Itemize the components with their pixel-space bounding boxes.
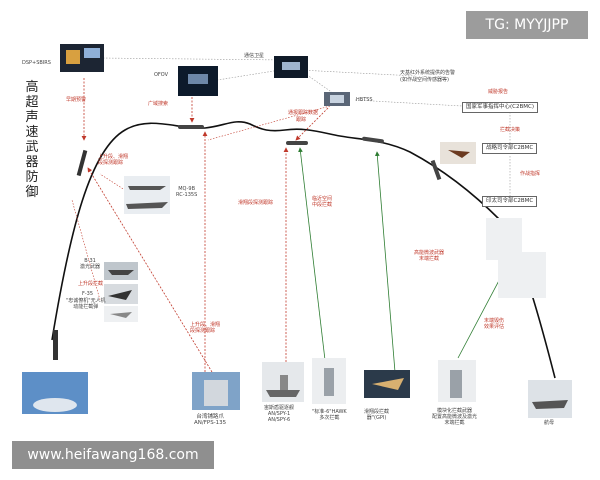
carrier bbox=[528, 380, 572, 418]
terminal-target-2 bbox=[498, 252, 546, 298]
link-hbtss bbox=[299, 69, 341, 99]
label-carrier: 航母 bbox=[544, 420, 555, 426]
label-destroyer: 宙斯盾驱逐舰 AN/SPY-1 AN/SPY-6 bbox=[264, 405, 295, 423]
label-dsp-sbirs: DSP+SBIRS bbox=[22, 60, 51, 66]
label-near-intercept: 临近空间 中段拦截 bbox=[312, 196, 333, 208]
label-hawk: "标准-6"HAWK 多次拦截 bbox=[312, 409, 347, 421]
aircraft-mq9 bbox=[124, 176, 170, 214]
label-dual-intercept: 高能微波武器 末端拦截 bbox=[414, 250, 445, 262]
box-regional-command: 战略司令部C2BMC bbox=[482, 143, 538, 154]
label-sat-note-1: 天基红外系统提供的告警 bbox=[400, 70, 456, 76]
hawk-ship bbox=[312, 358, 346, 404]
satellite-hbtss bbox=[324, 92, 350, 106]
radar-station bbox=[192, 372, 240, 410]
diagram-title: 高超声速武器防御 bbox=[25, 80, 39, 200]
box-national-command: 国家军事指挥中心(C2BMC) bbox=[462, 102, 538, 113]
label-drone: "忠诚僚机"无人机 动能拦截弹 bbox=[66, 298, 106, 310]
missile-4 bbox=[362, 136, 384, 144]
label-gpi: 滑翔段拦截 器"(GPI) bbox=[364, 409, 390, 421]
satellite-ofov bbox=[178, 66, 218, 96]
launcher-missile bbox=[53, 330, 58, 360]
missile-3 bbox=[286, 141, 308, 145]
drone-loyal bbox=[104, 306, 138, 322]
arrow-aircraft bbox=[99, 173, 129, 193]
label-early-detect: 早期预警 bbox=[66, 97, 87, 103]
label-threat-report: 威胁报告 bbox=[488, 89, 509, 95]
label-radar: 台湾铺路爪 AN/FPS-135 bbox=[194, 414, 227, 426]
link-sat1 bbox=[99, 57, 286, 61]
satellite-dsp bbox=[60, 44, 104, 72]
watermark-website: www.heifawang168.com bbox=[12, 441, 214, 469]
gpi-interceptor bbox=[364, 370, 410, 398]
arrow-radar bbox=[87, 167, 213, 373]
label-module: 模块化拦截武器 配置高能微波及激光 末端拦截 bbox=[432, 408, 478, 426]
satellite-comm bbox=[274, 56, 308, 78]
glide-vehicle bbox=[440, 142, 476, 164]
label-upper-intercept: 上升段、滑翔 段探测跟踪 bbox=[190, 322, 221, 334]
label-intercept-decision: 拦截决策 bbox=[500, 127, 521, 133]
missile-1 bbox=[76, 149, 88, 177]
destroyer-ship bbox=[262, 362, 304, 402]
module-weapon-ship bbox=[438, 360, 476, 402]
aircraft-b31 bbox=[104, 262, 138, 280]
label-mq9: MQ-9B RC-135S bbox=[176, 186, 198, 198]
arrow-gpi bbox=[374, 151, 396, 373]
launch-site bbox=[22, 372, 88, 414]
label-b31: B-31 激光武器 bbox=[80, 258, 101, 270]
arrow-hawk bbox=[298, 147, 326, 361]
box-theater-command: 印太司令部C2BMC bbox=[482, 196, 538, 207]
label-hbtss: HBTSS bbox=[356, 97, 373, 103]
hypersonic-trajectory bbox=[51, 121, 556, 379]
label-track-relay2: 跟踪 bbox=[296, 117, 307, 123]
label-f35-intercept: 上升段拦截 bbox=[78, 281, 104, 287]
arrow-hbtss-ground bbox=[207, 105, 331, 141]
aircraft-f35 bbox=[104, 284, 138, 304]
label-wide-search: 广域搜索 bbox=[148, 101, 169, 107]
label-track-relay: 通报跟踪数据 bbox=[288, 110, 319, 116]
label-sat-note-2: (如作战空间传感器等) bbox=[400, 77, 449, 83]
label-f35: F-35 bbox=[82, 291, 94, 297]
label-upper-target: 上升段、滑翔 段探测跟踪 bbox=[98, 154, 129, 166]
label-comm-sat: 通信卫星 bbox=[244, 53, 265, 59]
missile-5 bbox=[430, 159, 442, 181]
arrow-sat-relay bbox=[295, 107, 329, 141]
link-sat2 bbox=[299, 69, 416, 77]
missile-2 bbox=[178, 125, 204, 129]
arrow-f35 bbox=[71, 199, 101, 301]
label-ops-order: 作战指挥 bbox=[520, 171, 541, 177]
label-ofov: OFOV bbox=[154, 72, 169, 78]
label-glide-track: 滑翔段探测跟踪 bbox=[238, 200, 274, 206]
label-terminal-track: 末端毁伤 效果评估 bbox=[484, 318, 505, 330]
watermark-telegram: TG: MYYJJPP bbox=[466, 11, 588, 39]
